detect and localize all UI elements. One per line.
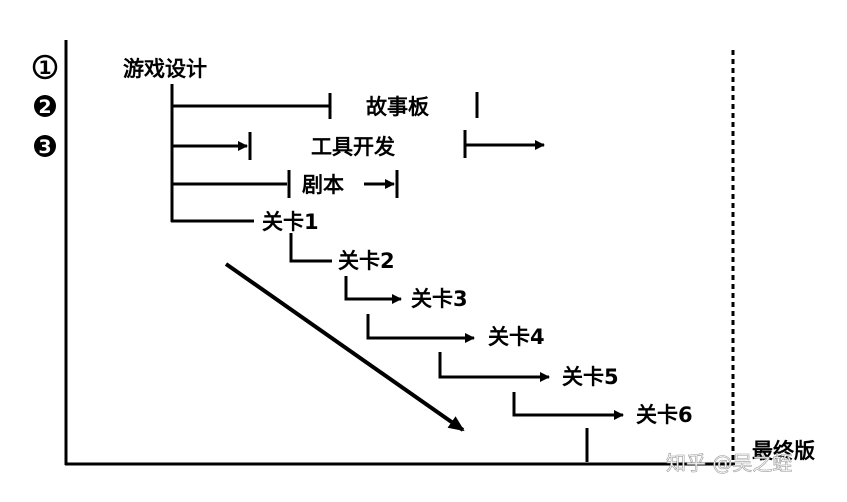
label-storyboard: 故事板	[366, 95, 430, 119]
watermark: 知乎 @吴之蛭	[666, 451, 792, 475]
label-level6: 关卡6	[636, 403, 693, 427]
level6-connector	[512, 392, 624, 420]
trend-arrow	[224, 262, 465, 432]
marker-2-text: 2	[38, 96, 51, 118]
level4-connector	[366, 314, 475, 343]
label-script: 剧本	[302, 173, 344, 197]
marker-1-text: 1	[38, 57, 51, 79]
marker-2: 2	[34, 95, 56, 118]
label-level2: 关卡2	[338, 249, 395, 273]
marker-1: 1	[32, 54, 58, 80]
marker-3-text: 3	[38, 136, 51, 158]
label-level3: 关卡3	[411, 287, 468, 311]
label-game-design: 游戏设计	[123, 57, 207, 81]
level5-connector	[438, 352, 550, 382]
label-final: 最终版	[752, 439, 815, 463]
label-level5: 关卡5	[562, 365, 619, 389]
label-level4: 关卡4	[488, 325, 545, 349]
marker-3: 3	[34, 135, 56, 158]
label-level1: 关卡1	[262, 210, 319, 234]
level2-connector	[289, 233, 332, 263]
label-tool-dev: 工具开发	[311, 135, 396, 159]
level3-connector	[344, 276, 402, 304]
